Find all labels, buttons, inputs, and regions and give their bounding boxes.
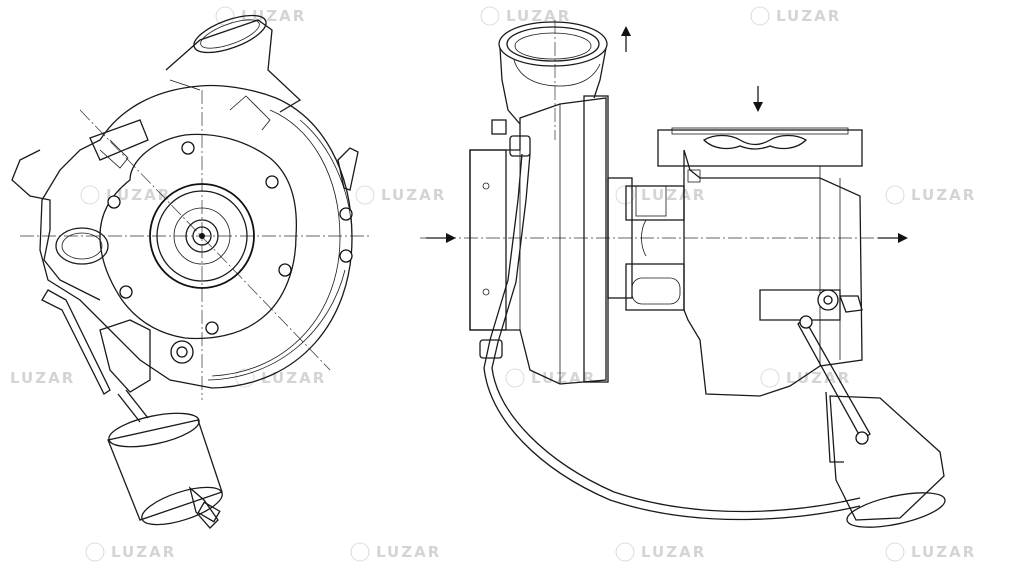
front-view xyxy=(11,14,370,529)
bolt-hole xyxy=(107,195,121,209)
watermark-logo-text: LUZAR xyxy=(506,7,571,25)
watermark-logo-text: LUZAR xyxy=(381,186,446,204)
bearing-flange-plate xyxy=(99,133,298,340)
wastegate-actuator-side xyxy=(759,289,946,528)
watermark-top-2: LUZAR xyxy=(480,6,571,26)
watermark-bottom-4: LUZAR xyxy=(885,542,976,562)
watermark-logo-text: LUZAR xyxy=(261,369,326,387)
watermark-logo-text: LUZAR xyxy=(911,186,976,204)
watermark-logo-text: LUZAR xyxy=(786,369,851,387)
bolt-hole xyxy=(278,263,292,277)
watermark-mid-1: LUZAR xyxy=(80,185,171,205)
watermark-low-1: LUZAR xyxy=(10,369,75,387)
turbine-housing xyxy=(683,149,863,397)
watermark-logo-text: LUZAR xyxy=(911,543,976,561)
bolt-hole xyxy=(265,175,279,189)
watermark-logo-text: LUZAR xyxy=(641,186,706,204)
watermark-logo-text: LUZAR xyxy=(111,543,176,561)
watermark-bottom-2: LUZAR xyxy=(350,542,441,562)
inlet-arrow xyxy=(426,233,456,243)
compressor-volute-outline xyxy=(39,84,353,389)
compressor-outlet xyxy=(498,21,608,125)
watermark-bottom-1: LUZAR xyxy=(85,542,176,562)
watermark-logo-text: LUZAR xyxy=(776,7,841,25)
watermark-bottom-3: LUZAR xyxy=(615,542,706,562)
bolt-hole xyxy=(205,321,219,335)
bearing-housing xyxy=(607,177,633,299)
watermark-low-2: LUZAR xyxy=(235,368,326,388)
bolt-hole xyxy=(119,285,133,299)
watermark-logo-text: LUZAR xyxy=(10,369,75,387)
shaft-nut-icon xyxy=(199,233,205,239)
watermark-logo-text: LUZAR xyxy=(106,186,171,204)
exhaust-up-arrow xyxy=(621,26,631,52)
exhaust-in-arrow xyxy=(753,86,763,112)
outlet-arrow xyxy=(878,233,908,243)
watermark-mid-3: LUZAR xyxy=(615,185,706,205)
watermark-logo-text: LUZAR xyxy=(641,543,706,561)
oil-line xyxy=(483,153,861,521)
side-view xyxy=(420,20,946,528)
watermark-logo-text: LUZAR xyxy=(376,543,441,561)
bolt-hole xyxy=(181,141,195,155)
turbine-housing-side xyxy=(11,149,101,301)
watermark-top-3: LUZAR xyxy=(750,6,841,26)
wastegate-actuator xyxy=(107,412,223,529)
compressor-outlet-pipe xyxy=(165,19,302,113)
compressor-wheel-outer xyxy=(149,183,255,289)
watermark-low-4: LUZAR xyxy=(760,368,851,388)
watermark-layer: LUZAR LUZAR LUZAR LUZAR LUZAR LUZAR LUZA… xyxy=(10,6,976,562)
watermark-mid-2: LUZAR xyxy=(355,185,446,205)
turbine-inlet-flange xyxy=(657,129,863,167)
watermark-low-3: LUZAR xyxy=(505,368,594,388)
watermark-mid-4: LUZAR xyxy=(885,185,976,205)
